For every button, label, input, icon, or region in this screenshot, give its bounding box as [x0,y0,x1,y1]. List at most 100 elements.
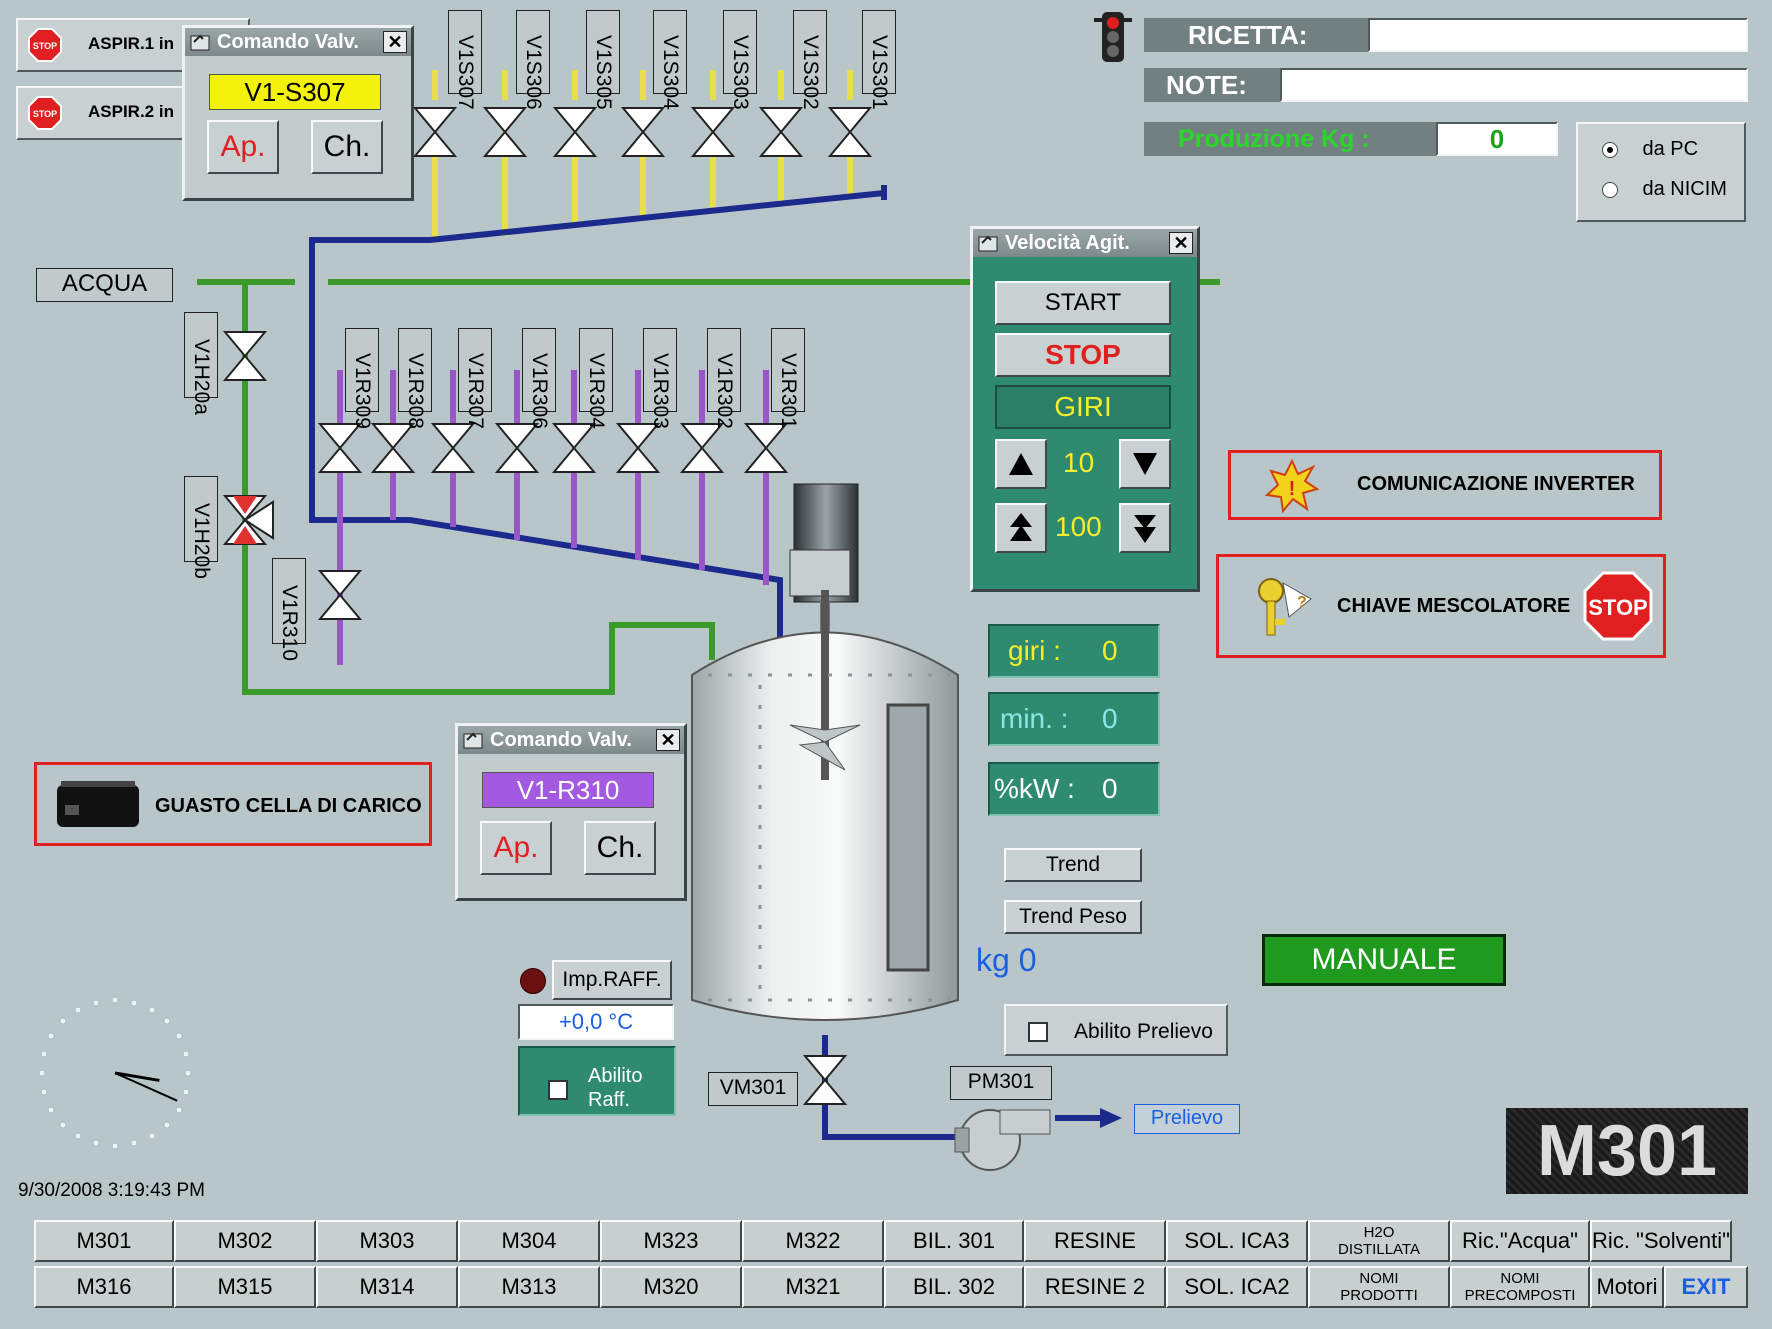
tag-v1s303[interactable]: V1S303 [723,10,757,110]
valve-id-display: V1-R310 [482,772,654,808]
tag-v1h20a[interactable]: V1H20a [184,312,218,415]
mode-indicator[interactable]: MANUALE [1262,934,1506,986]
tag-v1h20b[interactable]: V1H20b [184,476,218,579]
arrow-up-icon [1009,453,1033,475]
abilito-prelievo[interactable]: Abilito Prelievo [1004,1004,1228,1056]
alarm-guasto-cella[interactable]: GUASTO CELLA DI CARICO [34,762,432,846]
open-valve-button[interactable]: Ap. [480,821,552,875]
tag-v1s307[interactable]: V1S307 [448,10,482,110]
checkbox-icon[interactable] [1028,1022,1048,1042]
nav-button-m323[interactable]: M323 [600,1220,742,1262]
close-button[interactable]: ✕ [656,729,680,751]
speed-down-10-button[interactable] [1119,439,1171,489]
mixer-tank[interactable] [680,480,970,1040]
nav-button-nomi-precomposti[interactable]: NOMI PRECOMPOSTI [1450,1266,1590,1308]
radio-da-nicim[interactable]: da NICIM [1602,178,1727,201]
stop-icon: STOP [1583,571,1653,641]
kw-readout: %kW : 0 [988,762,1160,816]
trend-button[interactable]: Trend [1004,848,1142,882]
valve-vm301 [804,1055,846,1105]
nav-button-bil-301[interactable]: BIL. 301 [884,1220,1024,1262]
imp-raff-button[interactable]: Imp.RAFF. [552,960,672,1000]
close-button[interactable]: ✕ [1169,232,1193,254]
tag-v1r308[interactable]: V1R308 [398,328,432,429]
nav-button-m320[interactable]: M320 [600,1266,742,1308]
tag-v1r303[interactable]: V1R303 [643,328,677,429]
nav-button-m314[interactable]: M314 [316,1266,458,1308]
close-valve-button[interactable]: Ch. [584,821,656,875]
min-readout: min. : 0 [988,692,1160,746]
speed-up-100-button[interactable] [995,503,1047,553]
nav-button-motori[interactable]: Motori [1590,1266,1664,1308]
tag-v1r304[interactable]: V1R304 [579,328,613,429]
stop-button[interactable]: STOP [995,333,1171,377]
valve-command-window-top[interactable]: Comando Valv. ✕ V1-S307 Ap. Ch. [182,25,414,201]
tag-v1r302[interactable]: V1R302 [707,328,741,429]
abilito-raff[interactable]: Abilito Raff. [518,1046,676,1116]
window-titlebar[interactable]: Comando Valv. ✕ [458,726,684,754]
pump-icon[interactable] [945,1100,1065,1180]
nav-button-m316[interactable]: M316 [34,1266,174,1308]
tag-v1r306[interactable]: V1R306 [522,328,556,429]
temperature-display: +0,0 °C [518,1004,674,1040]
open-valve-button[interactable]: Ap. [207,120,279,174]
valve-h2o-b [222,495,274,545]
tag-v1s301[interactable]: V1S301 [862,10,896,110]
tag-v1r309[interactable]: V1R309 [345,328,379,429]
double-arrow-down-icon [1134,515,1156,543]
produzione-value: 0 [1436,122,1558,156]
tag-v1r307[interactable]: V1R307 [458,328,492,429]
radio-da-pc[interactable]: da PC [1602,138,1698,161]
explosion-alert-icon: ! [1265,459,1319,513]
nav-button-m302[interactable]: M302 [174,1220,316,1262]
valve-command-window-mid[interactable]: Comando Valv. ✕ V1-R310 Ap. Ch. [455,723,687,901]
radio-selected-icon [1602,141,1618,158]
alarm-chiave-mescolatore[interactable]: ? CHIAVE MESCOLATORE STOP [1216,554,1666,658]
window-titlebar[interactable]: Velocità Agit. ✕ [973,229,1197,257]
nav-button-exit[interactable]: EXIT [1664,1266,1748,1308]
nav-button-m301[interactable]: M301 [34,1220,174,1262]
s-line-pipes [432,70,853,238]
nav-button-sol-ica3[interactable]: SOL. ICA3 [1166,1220,1308,1262]
nav-button-resine-2[interactable]: RESINE 2 [1024,1266,1166,1308]
nav-button-ric-acqua[interactable]: Ric."Acqua" [1450,1220,1590,1262]
giri-readout: giri : 0 [988,624,1160,678]
speed-down-100-button[interactable] [1119,503,1171,553]
nav-button-h2o-distillata[interactable]: H2O DISTILLATA [1308,1220,1450,1262]
nav-button-m322[interactable]: M322 [742,1220,884,1262]
agitator-speed-window[interactable]: Velocità Agit. ✕ START STOP GIRI 10 100 [970,226,1200,592]
alarm-comunicazione-inverter[interactable]: ! COMUNICAZIONE INVERTER [1228,450,1662,520]
double-arrow-up-icon [1010,513,1032,541]
sight-glass [886,703,930,972]
nav-button-sol-ica2[interactable]: SOL. ICA2 [1166,1266,1308,1308]
speed-up-10-button[interactable] [995,439,1047,489]
nav-button-m321[interactable]: M321 [742,1266,884,1308]
tag-v1s302[interactable]: V1S302 [793,10,827,110]
start-button[interactable]: START [995,281,1171,325]
nav-button-nomi-prodotti[interactable]: NOMI PRODOTTI [1308,1266,1450,1308]
nav-button-m315[interactable]: M315 [174,1266,316,1308]
nav-button-bil-302[interactable]: BIL. 302 [884,1266,1024,1308]
trend-peso-button[interactable]: Trend Peso [1004,900,1142,934]
nav-button-m303[interactable]: M303 [316,1220,458,1262]
nav-button-resine[interactable]: RESINE [1024,1220,1166,1262]
aspir-1-label: ASPIR.1 in [88,34,174,53]
tag-v1s304[interactable]: V1S304 [653,10,687,110]
nav-button-ric-solventi[interactable]: Ric. "Solventi" [1590,1220,1732,1262]
note-field[interactable] [1280,68,1748,102]
svg-text:STOP: STOP [1588,595,1648,620]
window-titlebar[interactable]: Comando Valv. ✕ [185,28,411,56]
close-valve-button[interactable]: Ch. [311,120,383,174]
prelievo-label[interactable]: Prelievo [1134,1104,1240,1134]
checkbox-icon[interactable] [548,1080,568,1100]
close-button[interactable]: ✕ [383,31,407,53]
nav-button-m313[interactable]: M313 [458,1266,600,1308]
tag-v1r301[interactable]: V1R301 [771,328,805,429]
tag-v1r310[interactable]: V1R310 [272,558,306,661]
svg-text:STOP: STOP [33,41,57,51]
nav-button-m304[interactable]: M304 [458,1220,600,1262]
clock-minute-hand [114,1072,178,1102]
ricetta-field[interactable] [1368,18,1748,52]
tag-v1s305[interactable]: V1S305 [586,10,620,110]
tag-v1s306[interactable]: V1S306 [516,10,550,110]
